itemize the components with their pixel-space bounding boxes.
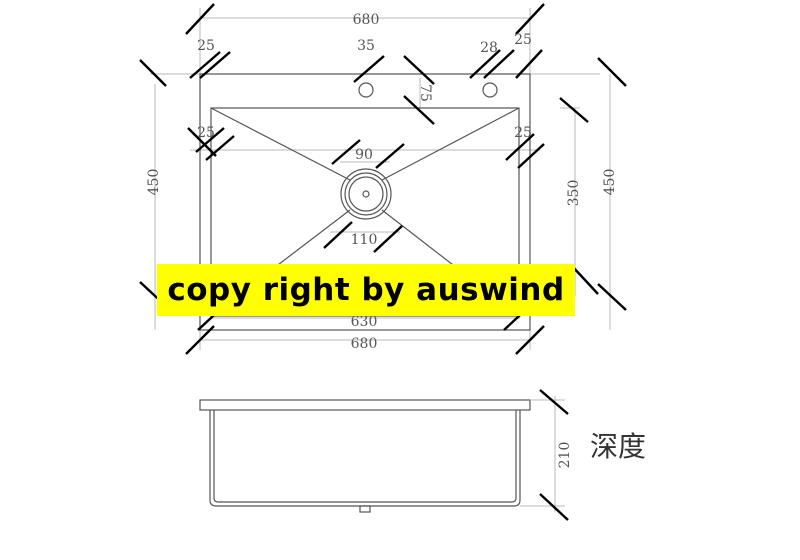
dim-left-margin-top: 25 [197, 38, 215, 54]
depth-guides [520, 396, 565, 512]
dim-drain-flange: 110 [351, 232, 378, 248]
dim-drain-diameter: 90 [355, 147, 373, 163]
dim-right-margin-top: 25 [514, 32, 532, 48]
dim-outer-height-right: 450 [602, 169, 618, 196]
dim-tap-hole-spacing: 28 [480, 40, 498, 56]
dim-inner-height: 350 [566, 180, 582, 207]
dim-tap-hole-offset: 35 [357, 38, 375, 54]
dim-top-width: 680 [353, 12, 380, 28]
tap-hole-left [358, 82, 374, 98]
sink-side-view [199, 399, 531, 513]
dim-bottom-inner-width: 630 [351, 314, 378, 330]
sink-inner-bowl [210, 107, 520, 317]
dimension-ticks [139, 3, 627, 355]
depth-ticks [539, 389, 569, 521]
dim-bottom-outer-width: 680 [351, 336, 378, 352]
dim-tap-hole-depth: 75 [417, 84, 433, 102]
tap-hole-right [482, 82, 498, 98]
dim-left-margin-inner: 25 [197, 125, 215, 141]
dim-bowl-depth: 210 [557, 442, 573, 469]
copyright-watermark: copy right by auswind [157, 264, 575, 316]
drain-icon [340, 168, 392, 220]
dim-outer-height-left: 450 [146, 169, 162, 196]
dim-right-margin-inner: 25 [514, 125, 532, 141]
depth-label: 深度 [590, 430, 647, 463]
